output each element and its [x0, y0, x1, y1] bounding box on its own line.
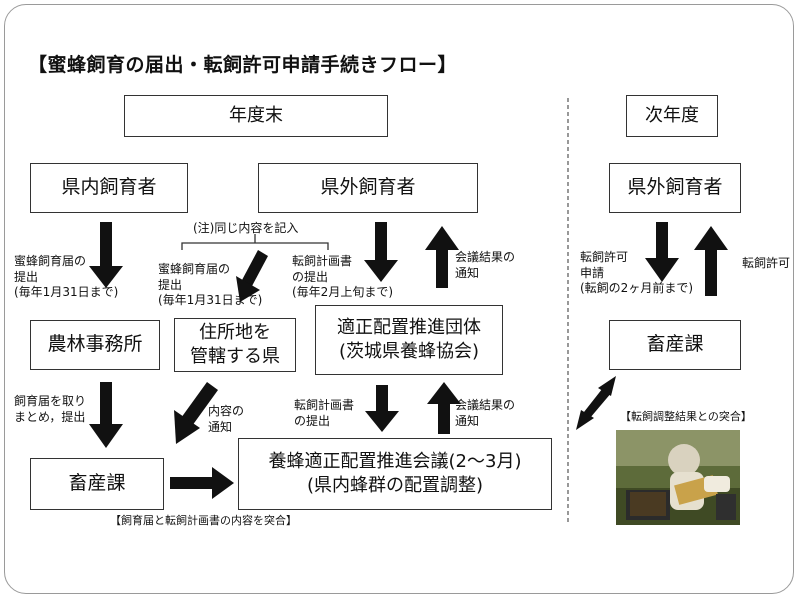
- box-promotion-group-line-2: (茨城県養蜂協会): [338, 341, 480, 362]
- label-out-plan-line-2: の提出: [292, 269, 329, 284]
- label-meeting-result-notice-1: 会議結果の 通知: [455, 250, 515, 281]
- label-agri-compile-line-1: 飼育届を取り: [14, 394, 87, 408]
- label-out-pref-submit-plan: 転飼計画書 の提出 (毎年2月上旬まで): [292, 254, 393, 301]
- label-permit-apply: 転飼許可 申請 (転飼の2ヶ月前まで): [580, 250, 693, 297]
- label-permit-apply-line-2: 申請: [580, 265, 605, 280]
- label-cross-check-next: 【転飼調整結果との突合】: [620, 410, 752, 423]
- box-residence-pref-line-2: 管轄する県: [190, 346, 280, 367]
- box-livestock-dept-next: 畜産課: [609, 320, 741, 370]
- label-content-notice-line-1: 内容の: [208, 404, 245, 418]
- header-next-year-text: 次年度: [645, 104, 699, 126]
- label-in-pref-submit-line-2: 提出: [14, 269, 39, 284]
- box-livestock-dept-next-text: 畜産課: [646, 333, 704, 356]
- label-content-notice: 内容の 通知: [208, 404, 244, 435]
- label-plan-submit-line-1: 転飼計画書: [294, 398, 355, 412]
- arrow-group-to-council: [365, 385, 399, 432]
- label-plan-submit: 転飼計画書 の提出: [294, 398, 354, 429]
- box-council: 養蜂適正配置推進会議(2～3月) (県内蜂群の配置調整): [238, 438, 552, 510]
- label-out-pref-submit-notice: 蜜蜂飼育届の 提出 (毎年1月31日まで): [158, 262, 262, 309]
- arrow-office-to-dept: [89, 382, 123, 448]
- label-out-notice-line-1: 蜜蜂飼育届の: [158, 262, 231, 276]
- label-meeting-1-line-2: 通知: [455, 265, 480, 280]
- label-plan-submit-line-2: の提出: [294, 413, 331, 428]
- label-in-pref-submit-line-1: 蜜蜂飼育届の: [14, 254, 87, 268]
- box-livestock-dept: 畜産課: [30, 458, 164, 510]
- label-meeting-1-line-1: 会議結果の: [455, 250, 516, 264]
- label-cross-check-bottom: 【飼育届と転飼計画書の内容を突合】: [110, 514, 297, 527]
- arrow-group-to-out-pref: [425, 226, 459, 288]
- arrow-dept-to-council: [170, 467, 234, 499]
- box-council-line-2: (県内蜂群の配置調整): [306, 475, 484, 496]
- header-year-end-text: 年度末: [229, 104, 283, 126]
- label-out-notice-line-2: 提出: [158, 277, 183, 292]
- box-agri-office: 農林事務所: [30, 320, 160, 370]
- header-next-year: 次年度: [626, 95, 718, 137]
- label-in-pref-submit-line-3: (毎年1月31日まで): [14, 285, 119, 300]
- label-agri-compile-line-2: まとめ，提出: [14, 409, 86, 424]
- box-out-pref-keeper: 県外飼育者: [258, 163, 478, 213]
- label-out-notice-line-3: (毎年1月31日まで): [158, 293, 263, 308]
- arrow-council-to-group: [427, 382, 461, 434]
- box-residence-pref-line-1: 住所地を: [199, 321, 271, 343]
- box-out-pref-keeper-next: 県外飼育者: [609, 163, 741, 213]
- arrow-double-cross-check: [576, 376, 616, 430]
- note-bracket: [181, 234, 329, 250]
- arrow-next-keeper-to-dept: [645, 222, 679, 282]
- box-in-pref-keeper-text: 県内飼育者: [61, 176, 157, 199]
- box-out-pref-keeper-next-text: 県外飼育者: [627, 176, 723, 199]
- label-note-same-content: (注)同じ内容を記入: [193, 221, 299, 235]
- label-permit-apply-line-1: 転飼許可: [580, 250, 629, 264]
- beekeeper-photo-image: [616, 430, 740, 525]
- page-title: 【蜜蜂飼育の届出・転飼許可申請手続きフロー】: [28, 54, 458, 76]
- box-in-pref-keeper: 県内飼育者: [30, 163, 188, 213]
- label-out-plan-line-1: 転飼計画書: [292, 254, 353, 268]
- label-permit: 転飼許可: [742, 256, 791, 270]
- label-out-plan-line-3: (毎年2月上旬まで): [292, 285, 393, 300]
- arrow-out-pref-to-group: [364, 222, 398, 282]
- arrow-notice-to-residence: [236, 250, 268, 302]
- header-year-end: 年度末: [124, 95, 388, 137]
- label-meeting-result-notice-2: 会議結果の 通知: [455, 398, 515, 429]
- box-out-pref-keeper-text: 県外飼育者: [320, 176, 416, 199]
- label-agri-compile: 飼育届を取り まとめ，提出: [14, 394, 86, 425]
- beekeeper-photo: [616, 430, 740, 525]
- arrow-in-pref-to-office: [89, 222, 123, 288]
- arrow-next-dept-to-keeper: [694, 226, 728, 296]
- box-council-line-1: 養蜂適正配置推進会議(2～3月): [268, 450, 522, 472]
- box-promotion-group-line-1: 適正配置推進団体: [337, 316, 481, 338]
- label-meeting-2-line-2: 通知: [455, 413, 480, 428]
- box-agri-office-text: 農林事務所: [47, 333, 143, 356]
- label-meeting-2-line-1: 会議結果の: [455, 398, 516, 412]
- box-livestock-dept-text: 畜産課: [68, 472, 126, 495]
- label-in-pref-submit: 蜜蜂飼育届の 提出 (毎年1月31日まで): [14, 254, 118, 301]
- label-content-notice-line-2: 通知: [208, 419, 233, 434]
- arrow-residence-to-dept: [174, 382, 218, 444]
- label-permit-apply-line-3: (転飼の2ヶ月前まで): [580, 281, 693, 296]
- box-residence-pref: 住所地を 管轄する県: [174, 318, 296, 372]
- box-promotion-group: 適正配置推進団体 (茨城県養蜂協会): [315, 305, 503, 375]
- outer-frame: [4, 4, 794, 594]
